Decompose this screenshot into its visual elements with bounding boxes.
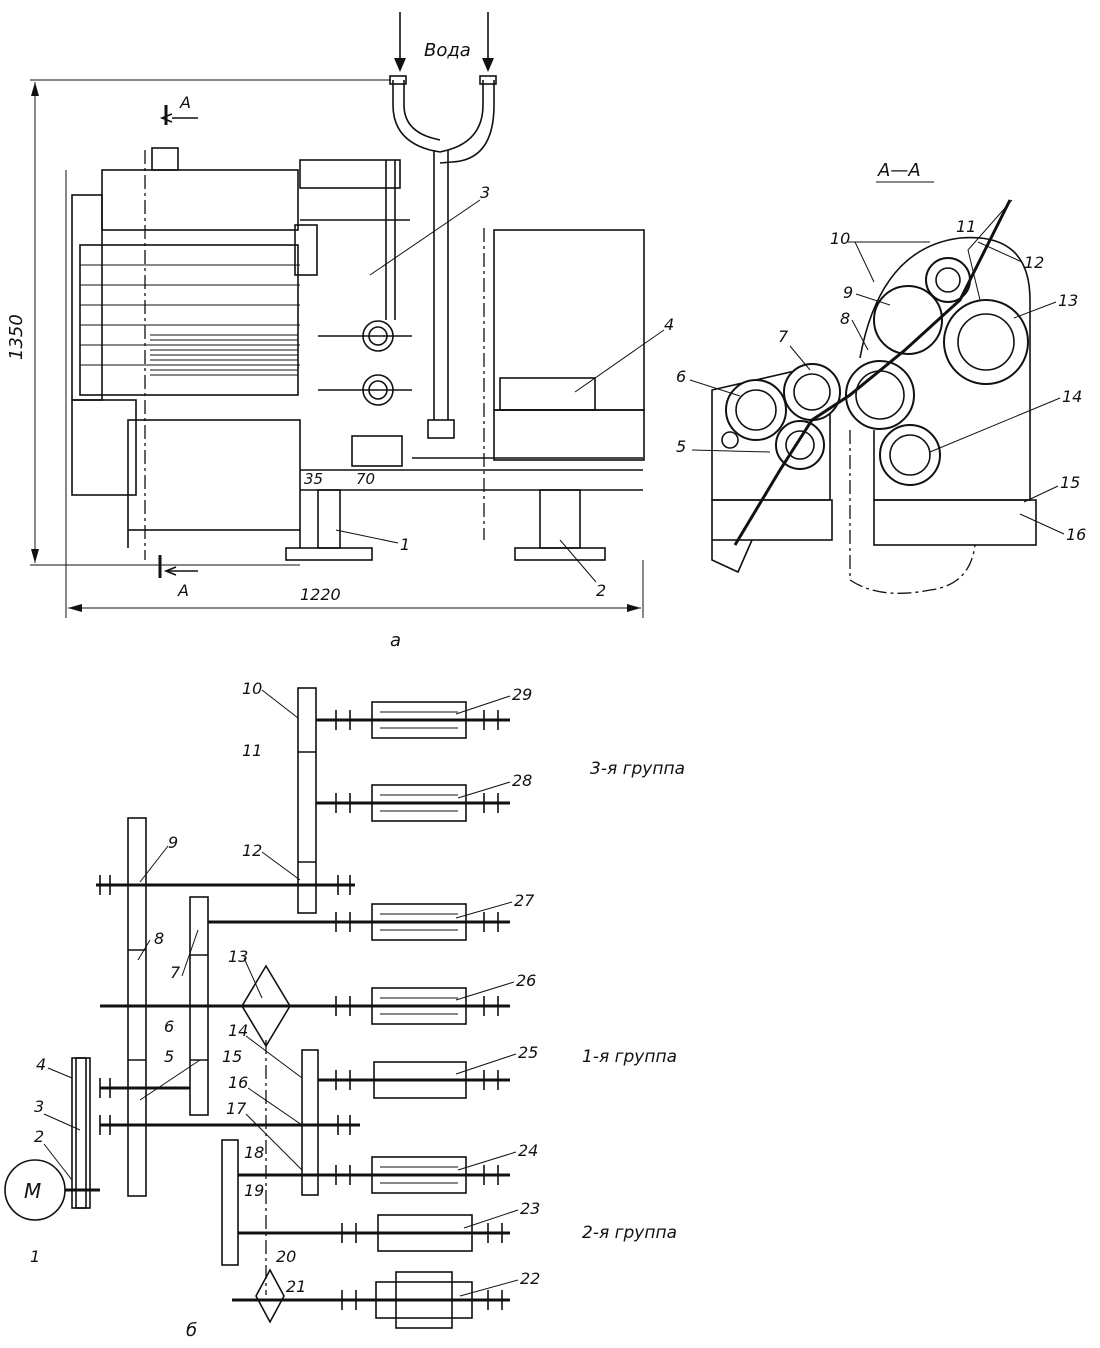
- section-a-a-view: А—А: [676, 160, 1086, 594]
- kin-label-13: 13: [228, 947, 248, 966]
- section-label-9: 9: [843, 283, 853, 302]
- kin-label-7: 7: [170, 963, 181, 982]
- group-label-2: 2-я группа: [582, 1223, 677, 1243]
- kin-label-25: 25: [518, 1043, 538, 1062]
- kin-label-14: 14: [228, 1021, 248, 1040]
- water-label: Вода: [424, 40, 471, 61]
- caption-a: а: [390, 630, 401, 651]
- part-label-3: 3: [480, 183, 490, 202]
- kin-label-20: 20: [276, 1247, 296, 1266]
- kin-label-24: 24: [518, 1141, 538, 1160]
- part-label-4: 4: [664, 315, 674, 334]
- kin-label-1: 1: [30, 1247, 40, 1266]
- section-mark-bottom: А: [177, 581, 189, 600]
- section-title: А—А: [877, 160, 921, 181]
- motor-label: М: [24, 1179, 41, 1203]
- kin-label-21: 21: [286, 1277, 306, 1296]
- section-label-15: 15: [1060, 473, 1080, 492]
- kin-label-8: 8: [154, 929, 164, 948]
- dimension-35: 35: [304, 470, 323, 488]
- kin-label-11: 11: [242, 741, 262, 760]
- kin-label-9: 9: [168, 833, 178, 852]
- kin-label-22: 22: [520, 1269, 540, 1288]
- machine-front-view: Вода 1350 1220 А А: [6, 12, 674, 651]
- bearing-marks: [99, 710, 503, 1310]
- section-label-12: 12: [1024, 253, 1044, 272]
- section-rolls: [721, 257, 1029, 486]
- section-label-5: 5: [676, 437, 686, 456]
- width-dimension: 1220: [300, 585, 341, 604]
- section-label-14: 14: [1062, 387, 1082, 406]
- part-label-2: 2: [596, 581, 606, 600]
- section-label-7: 7: [778, 327, 789, 346]
- kin-label-28: 28: [512, 771, 532, 790]
- kin-label-2: 2: [34, 1127, 44, 1146]
- kin-label-27: 27: [514, 891, 535, 910]
- caption-b: б: [186, 1320, 197, 1341]
- dimension-70: 70: [356, 470, 375, 488]
- kin-label-6: 6: [164, 1017, 174, 1036]
- group-label-1: 1-я группа: [582, 1047, 677, 1067]
- kin-label-3: 3: [34, 1097, 44, 1116]
- kin-label-4: 4: [36, 1055, 46, 1074]
- kin-label-10: 10: [242, 679, 262, 698]
- kin-label-23: 23: [520, 1199, 540, 1218]
- roller-stack: [80, 264, 300, 376]
- section-label-8: 8: [840, 309, 850, 328]
- kin-label-12: 12: [242, 841, 262, 860]
- height-dimension: 1350: [6, 314, 27, 360]
- section-label-13: 13: [1058, 291, 1078, 310]
- kin-label-15: 15: [222, 1047, 242, 1066]
- kin-label-17: 17: [226, 1099, 247, 1118]
- kinematic-diagram: М: [4, 679, 685, 1341]
- section-label-16: 16: [1066, 525, 1086, 544]
- kin-label-5: 5: [164, 1047, 174, 1066]
- roller-blocks: [371, 701, 473, 1329]
- kin-label-29: 29: [512, 685, 532, 704]
- kin-label-16: 16: [228, 1073, 248, 1092]
- kin-label-26: 26: [516, 971, 536, 990]
- section-label-11: 11: [956, 217, 976, 236]
- group-label-3: 3-я группа: [590, 759, 685, 779]
- section-label-10: 10: [830, 229, 850, 248]
- section-mark-top: А: [179, 93, 191, 112]
- section-label-6: 6: [676, 367, 686, 386]
- kin-label-18: 18: [244, 1143, 264, 1162]
- part-label-1: 1: [400, 535, 410, 554]
- kin-label-19: 19: [244, 1181, 264, 1200]
